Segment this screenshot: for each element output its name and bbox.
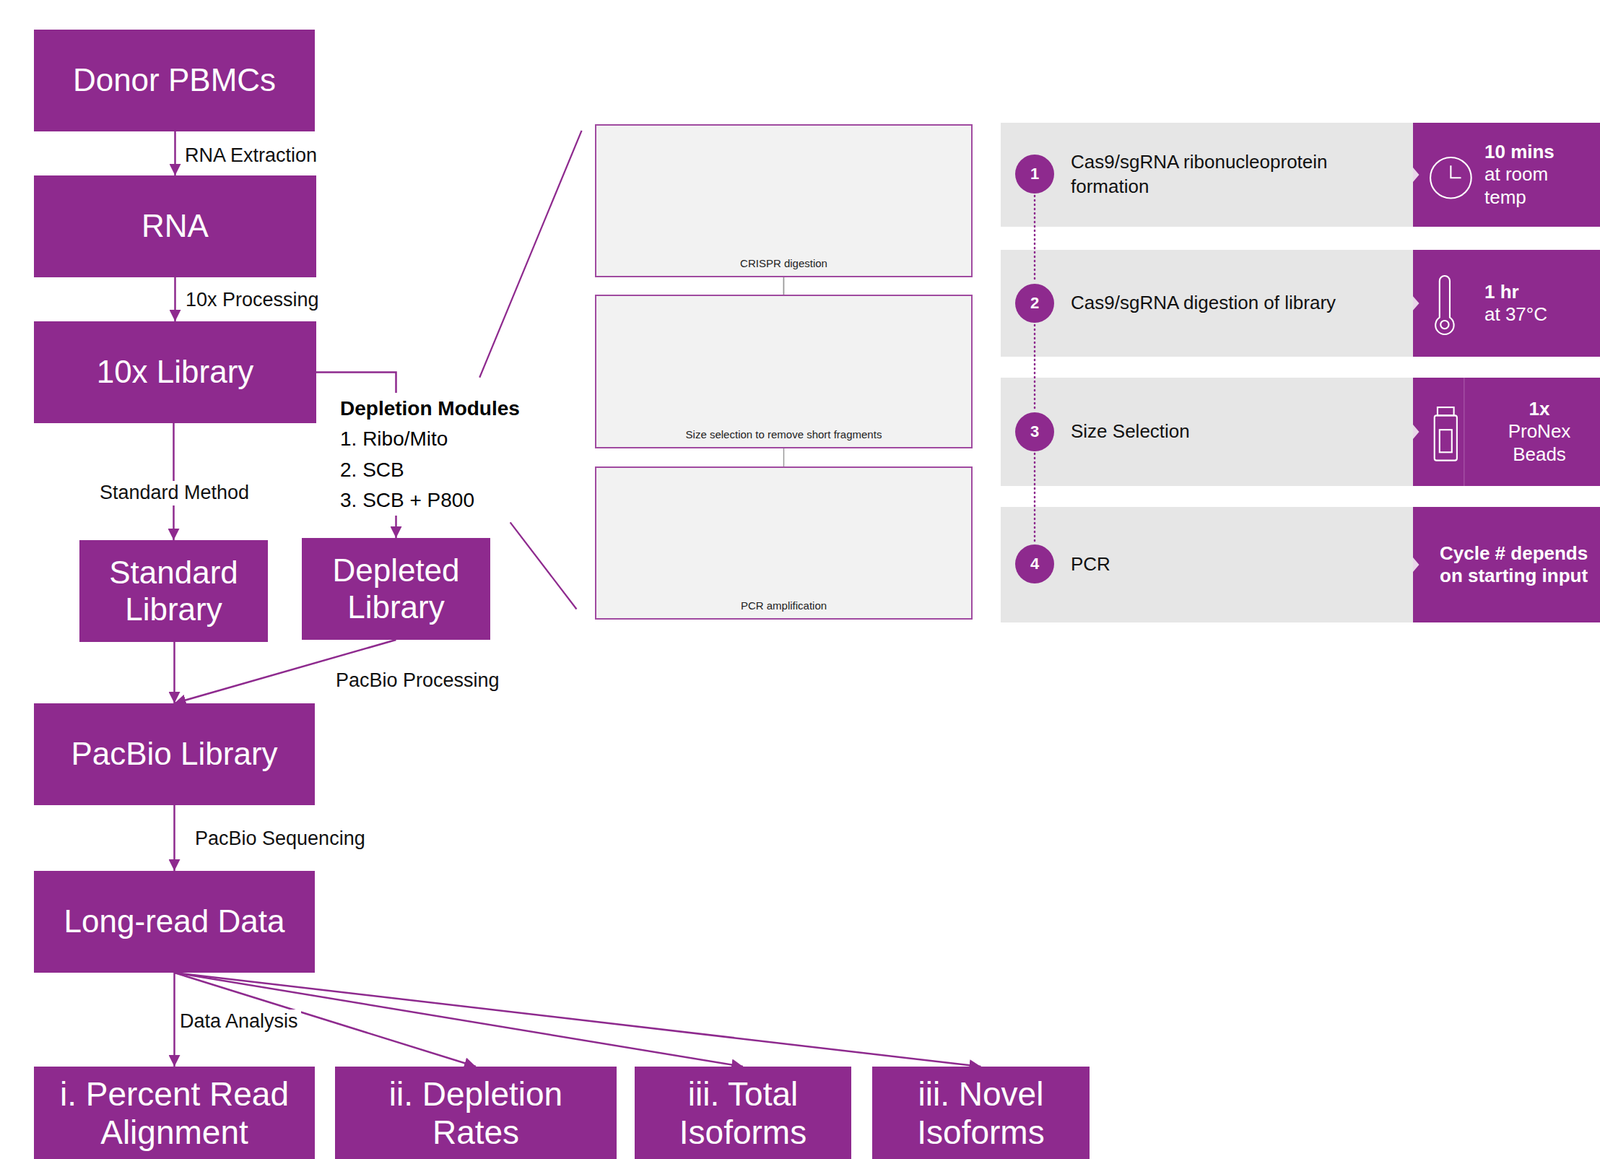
vial-label <box>1439 429 1452 452</box>
connector <box>174 277 177 322</box>
step-number: 4 <box>1015 544 1055 584</box>
zoom-line <box>479 130 582 378</box>
connector <box>173 972 176 1067</box>
step-condition-box: 1 hrat 37°C <box>1412 249 1600 357</box>
node-text: 1x <box>1529 397 1551 421</box>
illustration-panel: CRISPR digestion <box>594 124 973 278</box>
step-band: PCR 4 Cycle # depends on starting input <box>1000 506 1600 623</box>
step-condition-box: 10 minsat room temp <box>1412 122 1600 227</box>
timeline-dots <box>1033 324 1037 411</box>
step-number: 1 <box>1015 154 1055 194</box>
step-condition-box: 1xProNex Beads <box>1412 377 1600 486</box>
node-text: Long-read Data <box>64 903 286 941</box>
chevron <box>1412 296 1419 311</box>
process-box: iii. Total Isoforms <box>634 1066 852 1159</box>
node-text: Size Selection <box>1070 419 1190 445</box>
process-box: RNA <box>33 175 317 278</box>
node-text: PCR amplification <box>740 599 827 612</box>
edge-label: PacBio Sequencing <box>192 826 369 852</box>
node-text: 3 <box>1030 423 1039 440</box>
connector <box>173 805 176 871</box>
process-box: 10x Library <box>33 321 317 424</box>
node-text: ii. Depletion Rates <box>342 1075 610 1152</box>
divider <box>1463 377 1465 486</box>
illustration-panel: PCR amplification <box>594 466 973 620</box>
process-box: Donor PBMCs <box>33 29 315 132</box>
node-text: Donor PBMCs <box>72 62 276 99</box>
node-text: RNA <box>141 207 209 245</box>
process-box: iii. Novel Isoforms <box>872 1066 1090 1159</box>
edge-label: PacBio Processing <box>332 668 503 694</box>
step-number: 2 <box>1015 283 1055 323</box>
node-text: Cycle # depends on starting input <box>1439 542 1595 588</box>
node-text: 4 <box>1030 555 1039 572</box>
step-band: Cas9/sgRNA ribonucleoprotein formation 1 1… <box>1000 122 1600 227</box>
module-heading: Depletion Modules <box>340 392 523 424</box>
node-text: 10x Library <box>96 353 255 391</box>
connector <box>174 972 477 1067</box>
process-box: ii. Depletion Rates <box>335 1066 617 1159</box>
node-text: 1 <box>1030 166 1039 182</box>
edge-label: Data Analysis <box>176 1009 302 1034</box>
vial-cap <box>1437 407 1455 416</box>
module-item: 2. SCB <box>340 454 408 486</box>
process-box: Depleted Library <box>301 537 491 640</box>
node-text: Cas9/sgRNA digestion of library <box>1070 290 1336 316</box>
node-text: PacBio Library <box>70 735 278 773</box>
node-text: Size selection to remove short fragments <box>685 428 883 441</box>
node-text: ProNex Beads <box>1484 420 1595 465</box>
edge-label: Standard Method <box>96 480 252 506</box>
edge-label: 10x Processing <box>182 288 323 313</box>
illustration-panel: Size selection to remove short fragments <box>594 294 973 449</box>
node-text: at 37°C <box>1484 303 1548 326</box>
module-item: 3. SCB + P800 <box>340 484 478 516</box>
thermometer-bulb <box>1440 320 1449 329</box>
process-box: Long-read Data <box>33 870 315 973</box>
connector <box>174 972 744 1067</box>
node-text: Depleted Library <box>309 552 484 626</box>
step-icon <box>1412 377 1600 486</box>
node-text: at room temp <box>1484 163 1595 208</box>
connector <box>783 277 785 295</box>
connector <box>174 972 982 1067</box>
process-box: PacBio Library <box>33 703 315 806</box>
node-text: 10 mins <box>1484 140 1555 164</box>
node-text: Standard Library <box>86 554 261 628</box>
timeline-dots <box>1033 453 1037 543</box>
node-text: 2 <box>1030 295 1039 312</box>
clock-icon <box>1430 157 1472 198</box>
clock-hands <box>1450 165 1461 178</box>
connector <box>783 448 785 467</box>
node-text: PCR <box>1070 552 1111 577</box>
node-text: Cas9/sgRNA ribonucleoprotein formation <box>1070 150 1395 200</box>
timeline-dots <box>1033 195 1037 282</box>
process-box: Standard Library <box>79 540 268 642</box>
step-band: Cas9/sgRNA digestion of library 2 1 hrat 3… <box>1000 249 1600 357</box>
node-text: CRISPR digestion <box>740 257 828 270</box>
step-number: 3 <box>1015 412 1055 452</box>
edge-label: RNA Extraction <box>181 143 320 169</box>
node-text: iii. Novel Isoforms <box>879 1075 1083 1152</box>
node-text: i. Percent Read Alignment <box>41 1075 308 1152</box>
chevron <box>1412 167 1419 182</box>
chevron <box>1412 424 1419 439</box>
process-box: i. Percent Read Alignment <box>33 1066 315 1159</box>
step-band: Size Selection 3 1xProNex Beads <box>1000 377 1600 486</box>
thermometer-icon <box>1435 275 1454 335</box>
step-condition-box: Cycle # depends on starting input <box>1412 506 1600 623</box>
zoom-line <box>510 522 577 609</box>
node-text: iii. Total Isoforms <box>641 1075 845 1152</box>
connector <box>173 641 176 704</box>
module-item: 1. Ribo/Mito <box>340 423 451 455</box>
panel-join <box>783 277 785 295</box>
connector <box>174 131 177 176</box>
chevron <box>1412 557 1419 572</box>
node-text: 1 hr <box>1484 280 1520 304</box>
vial-body <box>1434 415 1458 460</box>
